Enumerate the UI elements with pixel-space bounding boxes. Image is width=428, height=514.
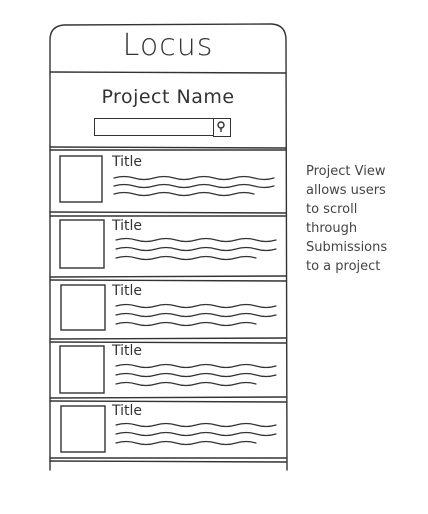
search-button[interactable] xyxy=(213,118,231,137)
description-squiggle xyxy=(115,312,277,318)
list-item-title[interactable]: Title xyxy=(112,403,143,419)
search-input[interactable] xyxy=(94,118,213,136)
annotation-line: to scroll xyxy=(306,202,358,217)
description-squiggle xyxy=(115,303,277,309)
description-squiggle xyxy=(113,175,275,181)
description-squiggle xyxy=(115,363,277,369)
annotation-line: through xyxy=(306,221,358,236)
description-squiggle xyxy=(115,246,277,252)
item-thumbnail xyxy=(59,219,105,269)
project-name-heading: Project Name xyxy=(101,86,235,108)
description-squiggle xyxy=(115,431,277,437)
app-title: Locus xyxy=(122,28,214,63)
item-thumbnail xyxy=(59,345,105,394)
item-thumbnail xyxy=(59,155,103,203)
annotation-line: to a project xyxy=(306,259,381,274)
annotation-note: Project View allows users to scroll thro… xyxy=(306,162,424,276)
list-item-title[interactable]: Title xyxy=(112,154,143,170)
item-thumbnail xyxy=(60,284,106,331)
description-squiggle xyxy=(113,191,255,197)
description-squiggle xyxy=(113,183,275,189)
annotation-line: Project View xyxy=(306,164,386,179)
list-item-title[interactable]: Title xyxy=(112,343,143,359)
search-icon xyxy=(217,121,225,132)
description-squiggle xyxy=(115,440,257,446)
description-squiggle xyxy=(115,381,257,387)
description-squiggle xyxy=(115,422,277,428)
annotation-line: Submissions xyxy=(306,240,388,255)
list-item-title[interactable]: Title xyxy=(112,283,143,299)
description-squiggle xyxy=(115,372,277,378)
description-squiggle xyxy=(115,255,257,261)
description-squiggle xyxy=(115,237,277,243)
item-thumbnail xyxy=(60,405,106,453)
description-squiggle xyxy=(115,321,257,327)
list-item-title[interactable]: Title xyxy=(112,218,143,234)
annotation-line: allows users xyxy=(306,183,386,198)
